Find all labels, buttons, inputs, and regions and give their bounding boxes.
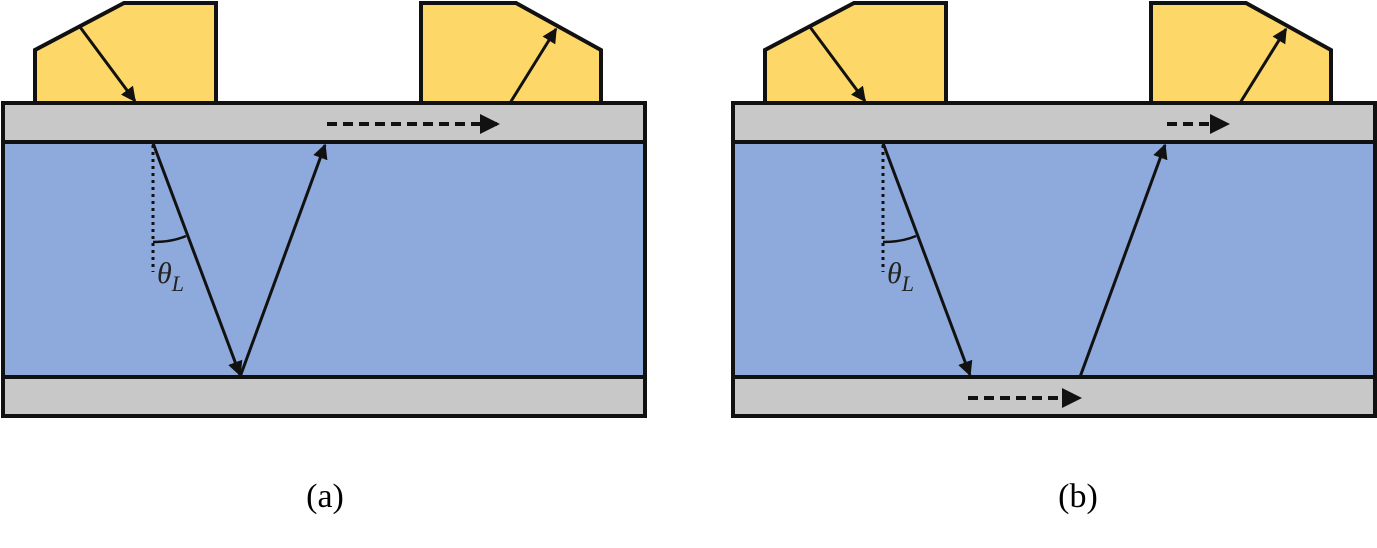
receiver-wedge xyxy=(1149,1,1333,105)
bottom-pipe-wall xyxy=(1,375,647,418)
angle-arc xyxy=(882,234,917,244)
panel-b: θL (b) xyxy=(731,1,1377,515)
fluid-region xyxy=(1,140,647,379)
ray-down xyxy=(151,142,243,377)
exit-arrow xyxy=(1238,27,1288,104)
top-pipe-wall xyxy=(1,101,647,144)
panel-a: θL (a) xyxy=(1,1,647,515)
angle-label: θL xyxy=(157,257,184,296)
receiver-wedge xyxy=(419,1,603,105)
caption-a: (a) xyxy=(306,478,344,515)
fluid-region xyxy=(731,140,1377,379)
incident-arrow xyxy=(78,26,137,103)
caption-b: (b) xyxy=(1058,478,1098,515)
incident-arrow xyxy=(808,26,867,103)
angle-label: θL xyxy=(887,257,914,296)
ray-up xyxy=(238,143,328,378)
ray-up xyxy=(1078,143,1168,378)
top-pipe-wall xyxy=(731,101,1377,144)
ray-down xyxy=(881,142,973,377)
angle-arc xyxy=(152,234,187,244)
exit-arrow xyxy=(508,27,558,104)
